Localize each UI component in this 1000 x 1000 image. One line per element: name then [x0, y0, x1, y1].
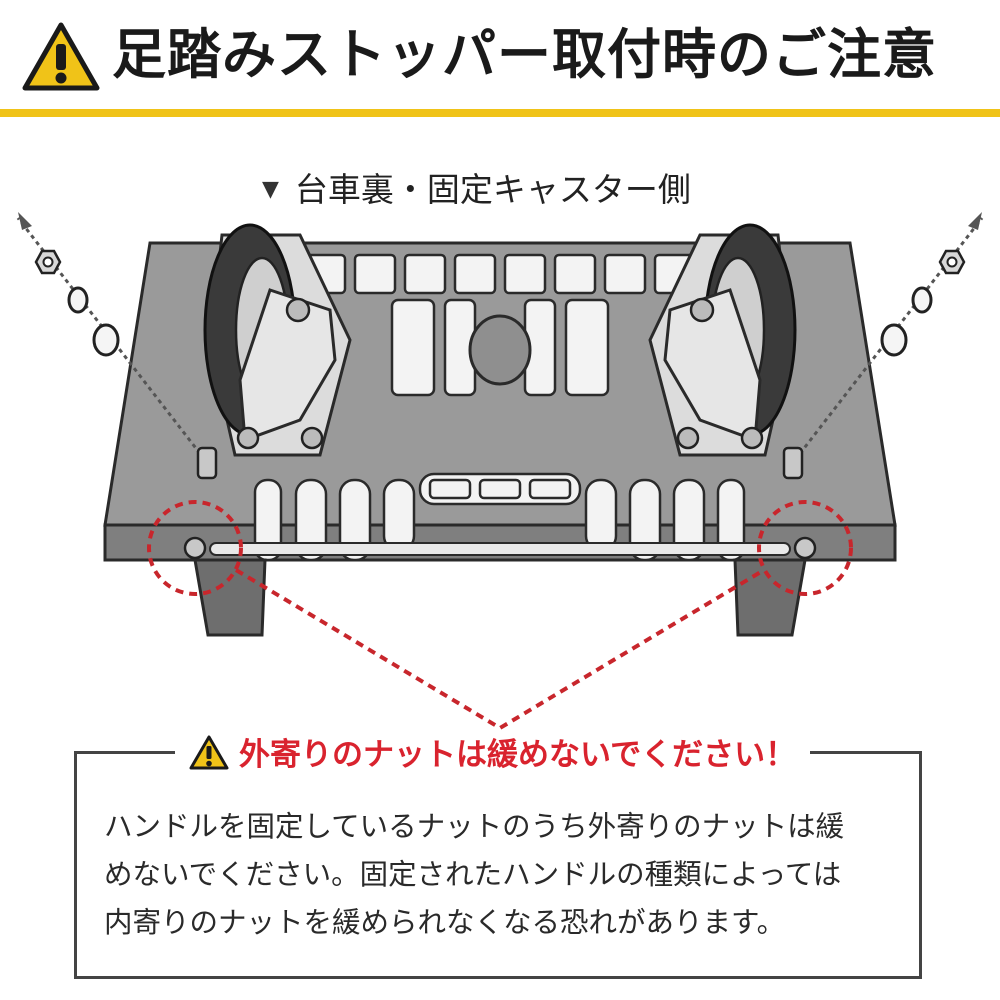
left-outer-nut-circle: [147, 500, 243, 596]
left-flat-washer: [92, 323, 120, 357]
axle-rod: [209, 542, 791, 556]
warning-triangle-icon: [189, 735, 229, 770]
notice-line: 内寄りのナットを緩められなくなる恐れがあります。: [104, 906, 786, 939]
notice-heading: 外寄りのナットは緩めないでください！: [175, 733, 811, 777]
center-hub: [468, 314, 532, 386]
right-flat-washer: [880, 323, 908, 357]
right-leg: [733, 558, 807, 637]
down-triangle-marker: ▼: [262, 177, 279, 202]
left-leg: [193, 558, 267, 637]
right-bolt-assembly: [782, 212, 984, 560]
right-hex-nut: [938, 249, 966, 275]
left-spring-washer: [67, 286, 89, 314]
left-caster: [203, 223, 352, 457]
left-bolt-assembly: [16, 212, 218, 560]
warning-triangle-icon: [22, 22, 100, 91]
notice-heading-text: 外寄りのナットは緩めないでください！: [239, 737, 797, 773]
illustration-caption: ▼ 台車裏・固定キャスター側: [262, 168, 782, 212]
highlight-leader-lines: [234, 568, 766, 731]
outer-nut-highlight: [147, 500, 853, 731]
illustration-caption-text: 台車裏・固定キャスター側: [294, 170, 691, 209]
right-spring-washer: [911, 286, 933, 314]
notice-line: ハンドルを固定しているナットのうち外寄りのナットは緩: [104, 810, 845, 843]
header: 足踏みストッパー取付時のご注意: [0, 0, 1000, 110]
page-title: 足踏みストッパー取付時のご注意: [112, 23, 937, 86]
header-divider: [0, 109, 1000, 117]
cart-underside-illustration: [16, 212, 984, 731]
right-caster: [648, 223, 797, 457]
notice-body: ハンドルを固定しているナットのうち外寄りのナットは緩 めないでください。固定され…: [104, 803, 904, 947]
right-outer-nut-circle: [757, 500, 853, 596]
notice-line: めないでください。固定されたハンドルの種類によっては: [104, 858, 842, 891]
left-hex-nut: [34, 249, 62, 275]
